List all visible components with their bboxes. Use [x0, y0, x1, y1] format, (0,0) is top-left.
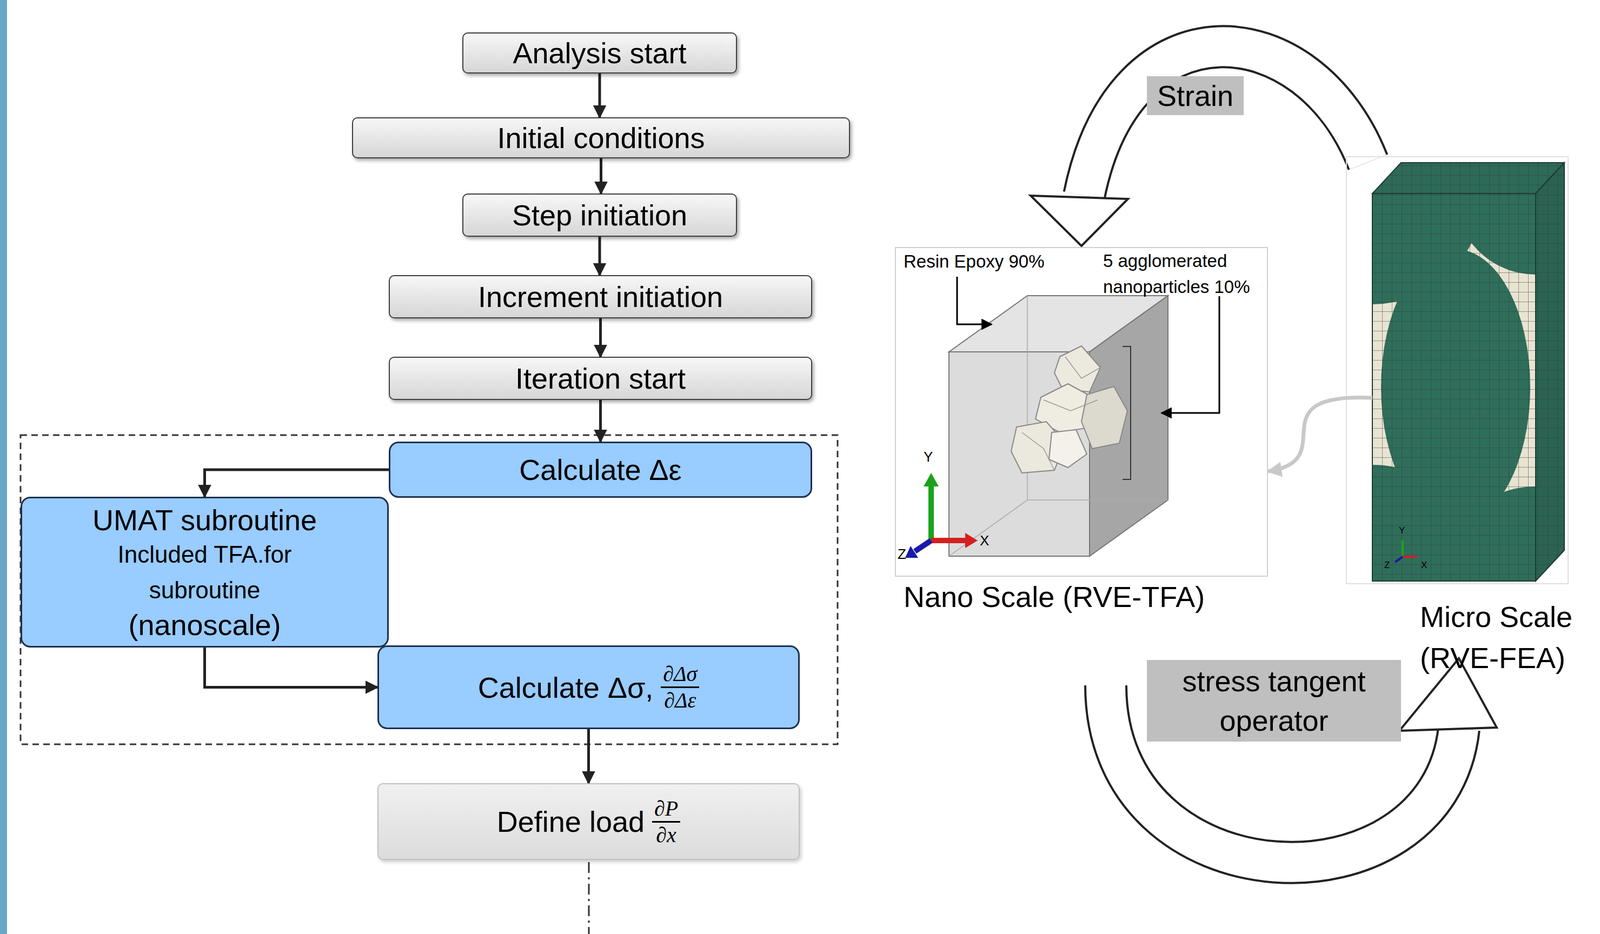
box-text: stress tangent operator — [1155, 661, 1393, 741]
scale-caption: Nano Scale (RVE-TFA) — [903, 580, 1205, 614]
process-box: Iteration start — [388, 356, 813, 401]
nano-cube — [948, 295, 1168, 557]
process-box: Initial conditions — [352, 117, 851, 159]
box-text: Strain — [1157, 76, 1234, 116]
continuation-line — [588, 862, 590, 934]
flow-arrow — [599, 400, 602, 442]
nano-rve: Resin Epoxy 90% 5 agglomerated nanopartic… — [894, 247, 1268, 626]
flow-arrow — [204, 647, 378, 688]
rve-border — [895, 247, 1268, 577]
fraction-numerator: ∂P — [652, 797, 681, 823]
micro-axes — [1395, 540, 1417, 563]
side-bar — [0, 0, 8, 934]
flow-tag: Strain — [1146, 76, 1244, 116]
axis-label: Z — [1384, 560, 1390, 572]
process-box: Step initiation — [462, 193, 738, 237]
box-text: Define load — [496, 805, 645, 839]
axis-label: Y — [923, 448, 933, 466]
box-text: (nanoscale) — [128, 608, 281, 642]
calc-box: Calculate Δσ,∂Δσ∂Δε — [377, 645, 800, 730]
flow-arrow — [598, 73, 602, 118]
box-text: Increment initiation — [477, 280, 723, 314]
callout-text: Resin Epoxy 90% — [903, 251, 1045, 272]
particle-leader — [1161, 296, 1220, 414]
flow-arrow — [204, 469, 390, 497]
flow-arrow — [587, 729, 590, 784]
flow-tag: stress tangent operator — [1146, 660, 1402, 742]
fraction: ∂Δσ∂Δε — [660, 662, 700, 713]
fraction-numerator: ∂Δσ — [660, 662, 700, 689]
scale-caption: Micro Scale (RVE-FEA) — [1419, 596, 1583, 679]
axis-label: X — [1421, 560, 1427, 572]
load-box: Define load∂P∂x — [377, 783, 800, 861]
box-text: Iteration start — [515, 361, 686, 396]
mapping-connector — [1267, 397, 1373, 472]
axis-label: Z — [897, 546, 907, 563]
box-text: Included TFA.for subroutine — [85, 536, 324, 609]
fraction-denominator: ∂x — [653, 822, 679, 847]
particle-bracket — [1122, 346, 1131, 480]
flow-arrow — [599, 318, 602, 357]
strain-arrow — [1030, 46, 1369, 247]
dashed-region — [20, 435, 838, 745]
callout-text: 5 agglomerated nanoparticles 10% — [1103, 248, 1265, 301]
box-heading: UMAT subroutine — [92, 503, 317, 537]
process-box: Increment initiation — [388, 275, 813, 319]
fraction-denominator: ∂Δε — [661, 688, 699, 713]
fraction: ∂P∂x — [652, 797, 681, 847]
box-text: Initial conditions — [496, 121, 705, 155]
micro-slab — [1256, 82, 1600, 698]
stress-arrow — [1105, 658, 1497, 863]
calc-box: Calculate Δε — [388, 441, 813, 499]
flow-arrow — [599, 158, 603, 194]
nano-axes — [905, 473, 978, 559]
axis-label: X — [979, 532, 989, 550]
flow-arrow — [598, 236, 602, 276]
process-box: Analysis start — [462, 32, 738, 74]
subroutine-box: UMAT subroutineIncluded TFA.for subrouti… — [20, 496, 389, 648]
box-text: Calculate Δε — [519, 453, 682, 487]
axis-label: Y — [1398, 525, 1405, 537]
box-text: Step initiation — [512, 198, 688, 232]
resin-leader — [957, 276, 992, 325]
box-text: Calculate Δσ, — [477, 671, 654, 705]
box-text: Analysis start — [512, 36, 687, 70]
